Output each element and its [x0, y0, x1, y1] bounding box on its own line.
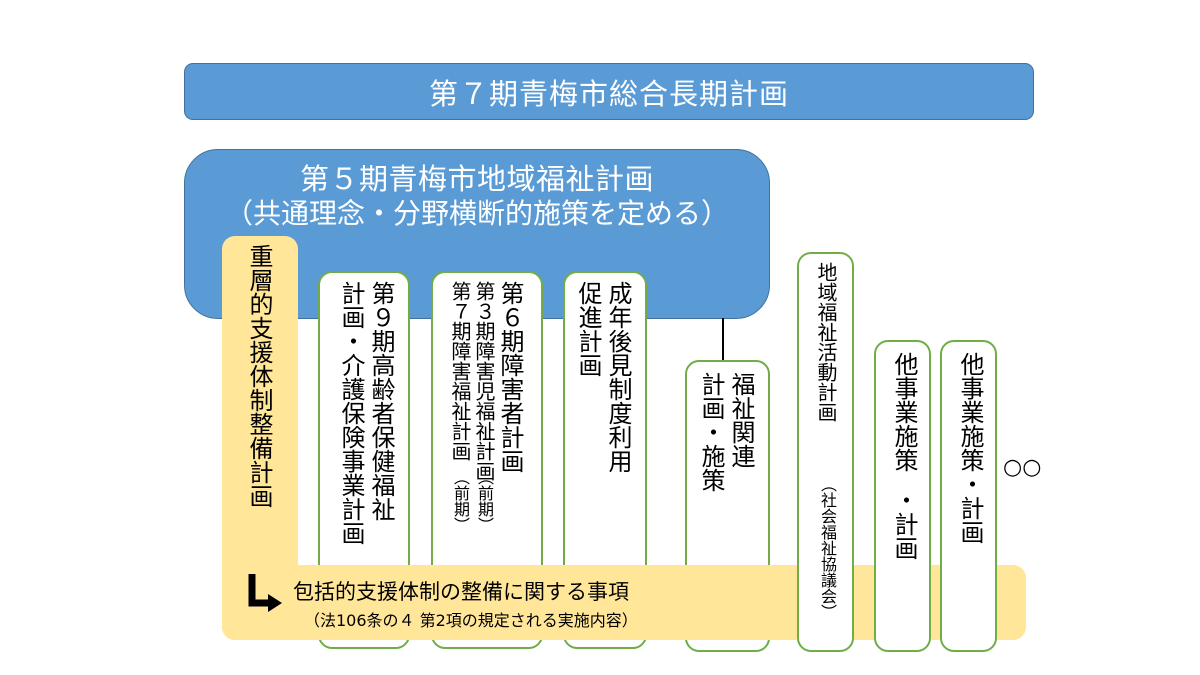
- connector-line: [722, 318, 724, 360]
- other-plan-2-label: 他事業施策・計画: [956, 352, 984, 544]
- layered-support-box: 重層的支援体制整備計画: [222, 236, 298, 640]
- elderly-plan-line1: 第９期高齢者保健福祉: [367, 281, 395, 521]
- welfare-related-line1: 福祉関連: [727, 372, 755, 468]
- disability-welfare-plan-note: （前期）: [451, 469, 470, 533]
- inclusive-support-title: 包括的支援体制の整備に関する事項: [293, 580, 629, 604]
- other-plan-box-1: 他事業施策 ・計画: [874, 340, 931, 652]
- inclusive-support-note: （法106条の４ 第2項の規定される実施内容）: [304, 611, 638, 630]
- community-activity-plan-label: 地域福祉活動計画: [814, 262, 838, 422]
- other-plan-box-2: 他事業施策・計画: [940, 340, 997, 652]
- other-plan-1-line2: ・計画: [890, 488, 918, 560]
- disability-plan-main: 第６期障害者計画: [496, 281, 524, 473]
- other-plan-1-line1: 他事業施策: [890, 352, 918, 472]
- layered-support-label: 重層的支援体制整備計画: [245, 244, 273, 508]
- disability-welfare-plan: 第７期障害福祉計画: [448, 281, 472, 461]
- guardianship-plan-line1: 成年後見制度利用: [604, 281, 632, 473]
- community-activity-plan-note: （社会福祉協議会）: [818, 476, 837, 620]
- comprehensive-plan-bar: 第７期青梅市総合長期計画: [184, 63, 1034, 120]
- community-activity-plan-box: 地域福祉活動計画 （社会福祉協議会）: [797, 252, 854, 652]
- elderly-plan-line2: 計画・介護保険事業計画: [337, 281, 365, 545]
- welfare-related-line2: 計画・施策: [697, 372, 725, 492]
- regional-welfare-plan-subtitle: （共通理念・分野横断的施策を定める）: [224, 197, 729, 230]
- arrow-right-icon: [248, 574, 282, 612]
- more-circles: ○○: [1003, 455, 1042, 480]
- regional-welfare-plan-title: 第５期青梅市地域福祉計画: [299, 162, 654, 196]
- child-disability-plan-note: （前期）: [475, 469, 494, 533]
- child-disability-plan: 第３期障害児福祉計画: [472, 281, 496, 481]
- guardianship-plan-line2: 促進計画: [574, 281, 602, 377]
